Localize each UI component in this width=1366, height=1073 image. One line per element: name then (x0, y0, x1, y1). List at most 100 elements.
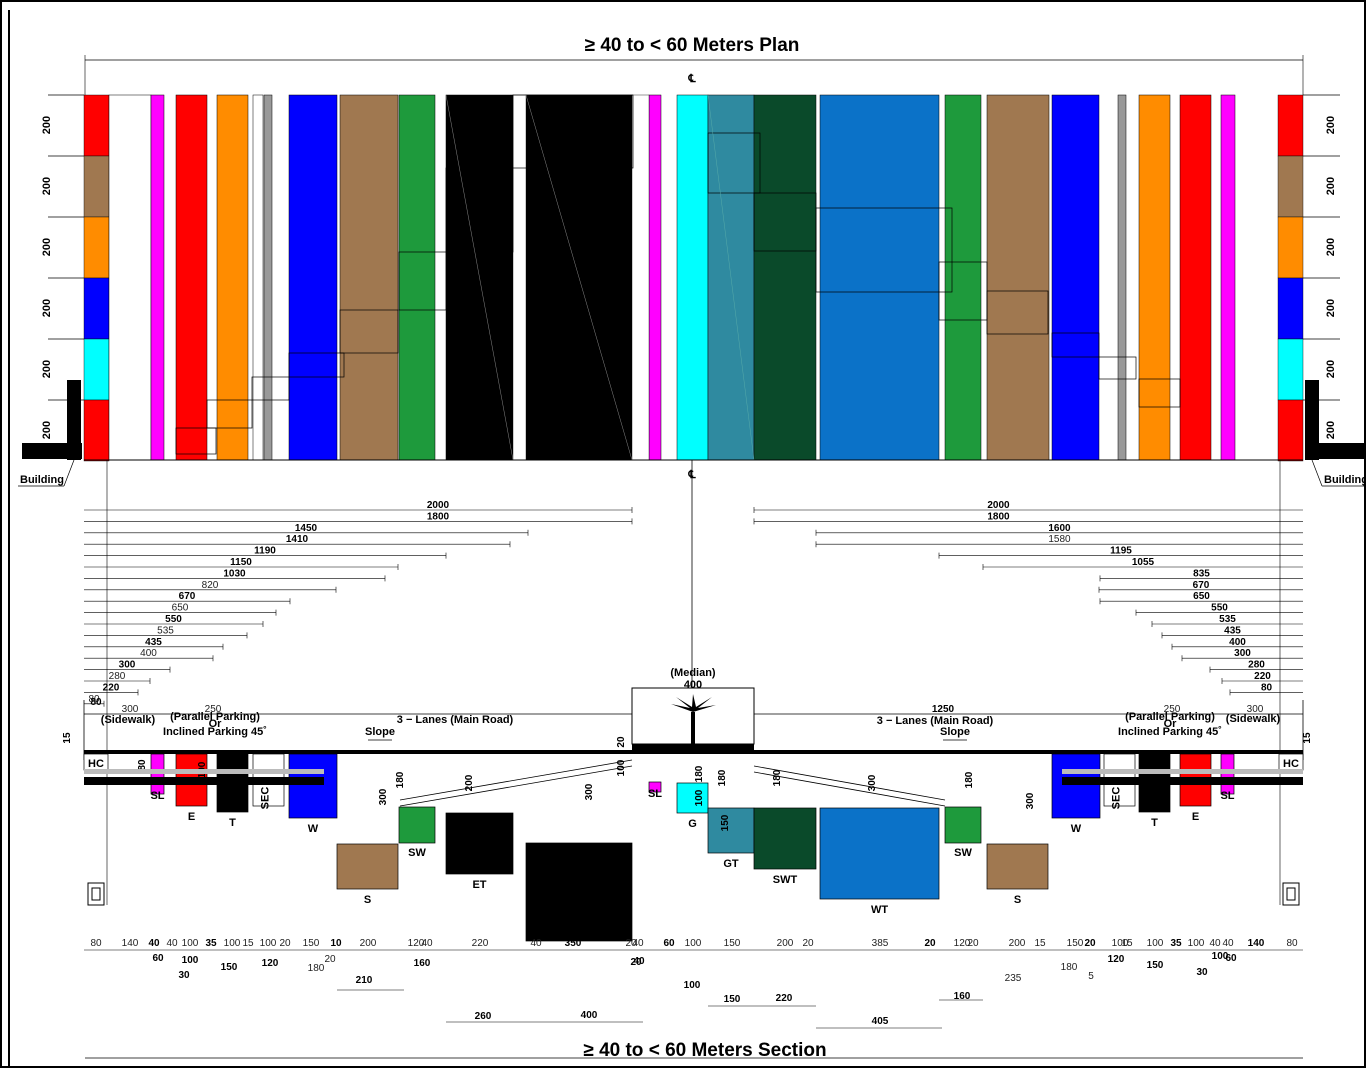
bottom-sub-dim-right: 150 (724, 994, 741, 1005)
bottom-dim-left: 10 (330, 938, 342, 949)
dim-label-right: 300 (1234, 648, 1251, 659)
plan-strips (83, 94, 1304, 462)
plan-offset-box-15 (251, 376, 290, 401)
vertical-dim-label: 80 (137, 759, 148, 771)
centerline-symbol-top: ℄ (687, 73, 696, 85)
utility-label-s-left: S (364, 894, 371, 906)
bottom-dim-left: 40 (148, 938, 160, 949)
dim-label-right: 280 (1248, 660, 1265, 671)
plan-overlays (84, 94, 1303, 461)
dim-label-left: 535 (157, 625, 174, 636)
plan-separator-0 (512, 94, 527, 461)
utility-label-w-left: W (308, 823, 319, 835)
vertical-dim-label: 150 (720, 814, 731, 831)
bottom-dim-right: 80 (1286, 938, 1298, 949)
median-label: (Median) (670, 667, 716, 679)
bottom-dim-right: 20 (1084, 938, 1096, 949)
bottom-sub-dim-right: 30 (1196, 967, 1208, 978)
dim-label-left: 550 (165, 614, 182, 625)
utility-box-wt-right (819, 807, 940, 900)
plan-title: ≥ 40 to < 60 Meters Plan (585, 35, 800, 56)
utility-box-g-center (676, 782, 709, 814)
bottom-sub-dim-right: 100 (684, 980, 701, 991)
slope-label-left: Slope (365, 726, 395, 738)
plan-diagonal (525, 94, 633, 461)
parking-label-right-1: (Parallel Parking) (1125, 711, 1215, 723)
section-title: ≥ 40 to < 60 Meters Section (583, 1040, 826, 1061)
parking-label-right-2: Or (1164, 718, 1178, 730)
plan-diagonal (707, 94, 755, 461)
building-left-block (67, 380, 81, 460)
dim-label-left: 80 (88, 694, 100, 705)
row-height-right: 200 (1325, 360, 1337, 378)
utility-box-swt-center (753, 807, 817, 870)
road-surface (84, 750, 1303, 754)
plan-row-cell (1277, 399, 1304, 462)
dim-label-right: 400 (1229, 637, 1246, 648)
bottom-dim-left: 40 (530, 938, 542, 949)
slope-line-left (399, 759, 633, 801)
vertical-dim-label: 180 (395, 771, 406, 788)
utility-box-sw-left (398, 806, 436, 844)
utility-box-et-left (445, 812, 514, 875)
utility-box-s-right (986, 843, 1049, 890)
main-road-label-right: 3 − Lanes (Main Road) (877, 715, 994, 727)
dim-label-left: 1450 (295, 523, 318, 534)
plan-offset-box-5 (707, 132, 761, 194)
dim-label-road-right: 1250 (932, 704, 955, 715)
utility-label-et-left: ET (472, 879, 486, 891)
vertical-dim-label: 300 (1025, 792, 1036, 809)
dim-label-15-left: 15 (62, 732, 73, 744)
plan-offset-box-2 (398, 251, 447, 311)
dim-label-left: 1410 (286, 534, 309, 545)
bottom-sub-dim-left: 260 (475, 1011, 492, 1022)
pipe-right-light (1062, 769, 1303, 774)
dim-label-left: 1190 (254, 546, 276, 557)
dim-label-right: 80 (1261, 682, 1273, 693)
row-height-right: 200 (1325, 421, 1337, 439)
bottom-dim-left: 20 (625, 938, 637, 949)
plan-strip-15 (753, 94, 817, 461)
building-left-base (22, 443, 82, 459)
bottom-dim-right: 200 (1009, 938, 1026, 949)
dim-label-sidewalk-right: 300 (1247, 704, 1264, 715)
pipe-left-light (84, 769, 324, 774)
pipe-left-dark (84, 777, 324, 785)
dim-label-right: 435 (1224, 625, 1241, 636)
bottom-dim-right: 35 (1170, 938, 1182, 949)
plan-offset-box-10 (1051, 332, 1100, 358)
utility-label-wt-right: WT (871, 904, 888, 916)
row-height-left: 200 (41, 299, 53, 317)
utility-box-w-right (1051, 753, 1101, 819)
plan-strip-22 (1179, 94, 1212, 461)
utility-box-swt-black (525, 842, 633, 942)
sidewalk-label-right: (Sidewalk) (1226, 713, 1281, 725)
plan-row-cell (1277, 216, 1304, 279)
bottom-dim-left: 40 (166, 938, 178, 949)
plan-row-cell (1277, 94, 1304, 157)
bottom-dim-left: 100 (224, 938, 241, 949)
plan-offset-box-1 (339, 309, 399, 354)
bottom-dim-left: 150 (724, 938, 741, 949)
plan-row-cell (83, 155, 110, 218)
utility-label-sl-median: SL (648, 788, 662, 800)
bottom-dim-left: 150 (303, 938, 320, 949)
plan-row-cell (1277, 155, 1304, 218)
plan-strip-19 (1051, 94, 1100, 461)
building-right-base (1305, 443, 1366, 459)
pipe-right-dark (1062, 777, 1303, 785)
utility-box-sl-median (648, 781, 662, 793)
bottom-sub-dim-left: 20 (324, 954, 336, 965)
bottom-sub-dim-right: 150 (1147, 960, 1164, 971)
bottom-dim-right: 100 (1147, 938, 1164, 949)
bottom-sub-dim-right: 405 (872, 1016, 889, 1027)
parking-label-left-1: (Parallel Parking) (170, 711, 260, 723)
utility-label-gt-center: GT (723, 858, 739, 870)
utility-label-w-right: W (1071, 823, 1082, 835)
row-height-right: 200 (1325, 177, 1337, 195)
plan-row-cell (83, 277, 110, 340)
bottom-dim-left: 40 (421, 938, 433, 949)
plan-row-cell (1277, 277, 1304, 340)
bottom-sub-dim-left: 100 (182, 955, 199, 966)
